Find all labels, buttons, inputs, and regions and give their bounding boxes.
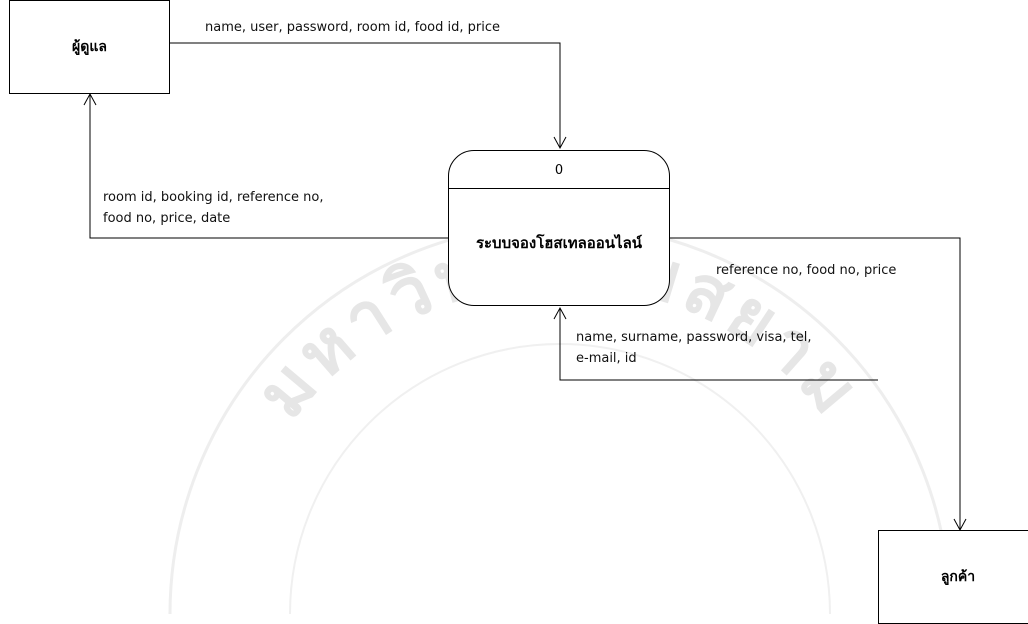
flow-line-admin-to-system	[170, 42, 561, 148]
flow-line-customer-to-system	[559, 308, 878, 381]
flow-line-system-to-customer	[670, 237, 961, 530]
arrowhead-into-system-top	[553, 136, 567, 150]
flow-label-system-to-admin-line2: food no, price, date	[103, 211, 231, 226]
process-divider	[449, 188, 669, 189]
arrowhead-into-system-bottom	[553, 306, 567, 320]
entity-customer-label: ลูกค้า	[940, 569, 976, 585]
entity-admin: ผู้ดูแล	[9, 0, 170, 94]
process-name: ระบบจองโฮสเทลออนไลน์	[475, 234, 643, 252]
flow-label-customer-to-system-line2: e-mail, id	[576, 351, 637, 366]
flow-label-system-to-customer: reference no, food no, price	[716, 263, 897, 278]
flow-label-system-to-admin-line1: room id, booking id, reference no,	[103, 190, 324, 205]
flow-line-system-to-admin	[89, 94, 448, 239]
entity-customer: ลูกค้า	[878, 530, 1028, 624]
flow-label-admin-to-system: name, user, password, room id, food id, …	[205, 20, 500, 35]
process-number: 0	[554, 163, 564, 178]
flow-label-customer-to-system-line1: name, surname, password, visa, tel,	[576, 330, 812, 345]
entity-admin-label: ผู้ดูแล	[72, 39, 107, 55]
process-node: 0 ระบบจองโฮสเทลออนไลน์	[448, 150, 670, 306]
arrowhead-into-admin	[83, 92, 97, 106]
